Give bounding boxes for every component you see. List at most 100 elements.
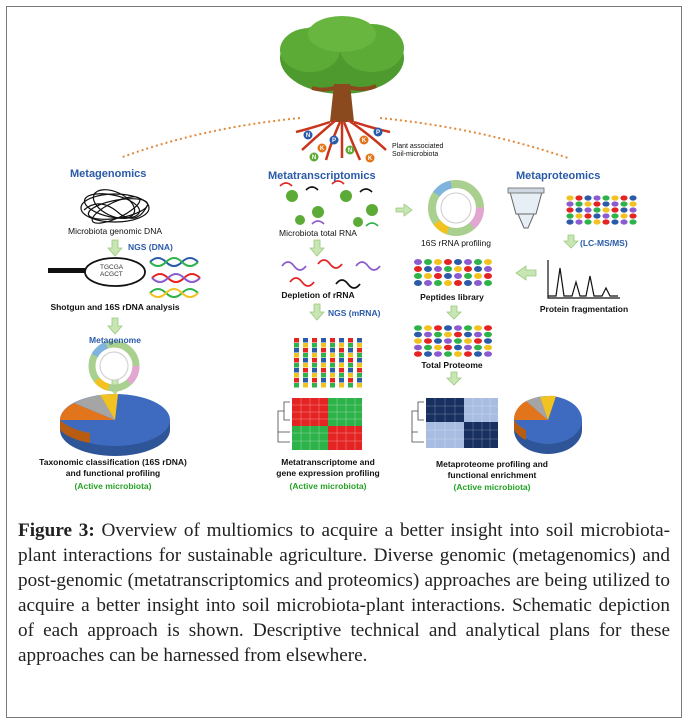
grid-dot <box>629 195 637 201</box>
grid-dot <box>454 338 462 344</box>
ngs-dna-label: NGS (DNA) <box>128 242 173 252</box>
read-segment <box>348 378 353 383</box>
genomic-dna-icon <box>80 189 150 224</box>
total-proteome-grid <box>414 325 492 357</box>
grid-dot <box>444 344 452 351</box>
tree-label: Plant associated Soil-microbiota <box>392 143 443 159</box>
read-segment <box>312 368 317 373</box>
read-segment <box>303 373 308 378</box>
read-segment <box>321 343 326 348</box>
grid-dot <box>464 280 472 286</box>
caption-text: Overview of multiomics to acquire a bett… <box>18 520 670 666</box>
read-segment <box>330 338 335 343</box>
read-segment <box>330 343 335 348</box>
grid-dot <box>414 351 422 357</box>
grid-dot <box>474 266 482 272</box>
grid-dot <box>584 213 592 219</box>
tree-label-line2: Soil-microbiota <box>392 151 439 158</box>
grid-dot <box>454 331 462 338</box>
dna-helix-icon <box>149 257 201 298</box>
read-segment <box>357 368 362 373</box>
grid-dot <box>611 195 619 201</box>
grid-dot <box>575 213 583 219</box>
grid-dot <box>444 351 452 357</box>
grid-dot <box>620 213 628 219</box>
grid-dot <box>454 325 462 331</box>
circular-genome-plot <box>88 340 140 392</box>
grid-dot <box>602 213 610 219</box>
grid-dot <box>593 195 601 201</box>
rrna-profiling-label: 16S rRNA profiling <box>421 238 491 248</box>
grid-dot <box>602 207 610 213</box>
read-segment <box>348 353 353 358</box>
grid-dot <box>444 331 452 338</box>
grid-dot <box>566 219 574 225</box>
read-segment <box>339 348 344 353</box>
read-segment <box>294 368 299 373</box>
grid-dot <box>575 219 583 225</box>
read-segment <box>348 338 353 343</box>
metagenomics-active: (Active microbiota) <box>74 481 152 491</box>
svg-text:K: K <box>362 138 367 144</box>
grid-dot <box>434 266 442 272</box>
read-segment <box>303 358 308 363</box>
read-segment <box>339 383 344 388</box>
grid-dot <box>454 266 462 272</box>
grid-dot <box>414 325 422 331</box>
heading-metatranscriptomics: Metatranscriptomics <box>268 170 376 182</box>
grid-dot <box>474 344 482 351</box>
grid-dot <box>593 207 601 213</box>
svg-text:P: P <box>376 130 380 136</box>
read-segment <box>303 348 308 353</box>
grid-dot <box>593 219 601 225</box>
sequence-text: TGCGA ACGCT <box>100 264 123 278</box>
read-segment <box>357 373 362 378</box>
figure-frame <box>6 6 682 718</box>
grid-dot <box>424 259 432 265</box>
grid-dot <box>584 201 592 207</box>
mass-spectrum-icon <box>547 260 620 299</box>
pie-chart-metagenomics <box>60 393 170 456</box>
read-segment <box>303 353 308 358</box>
grid-dot <box>566 207 574 213</box>
total-proteome-label: Total Proteome <box>421 360 483 370</box>
grid-dot <box>444 338 452 344</box>
grid-dot <box>484 259 492 265</box>
read-segment <box>357 348 362 353</box>
grid-dot <box>620 207 628 213</box>
read-segment <box>330 383 335 388</box>
read-segment <box>303 368 308 373</box>
read-segment <box>348 368 353 373</box>
grid-dot <box>414 331 422 338</box>
grid-dot <box>424 273 432 279</box>
grid-dot <box>593 213 601 219</box>
read-segment <box>348 363 353 368</box>
grid-dot <box>454 344 462 351</box>
grid-dot <box>575 201 583 207</box>
read-segment <box>330 353 335 358</box>
read-segment <box>330 348 335 353</box>
ngs-mrna-label: NGS (mRNA) <box>328 308 381 318</box>
grid-dot <box>444 259 452 265</box>
metatranscriptomics-result: Metatranscriptome and gene expression pr… <box>276 457 379 479</box>
read-segment <box>312 338 317 343</box>
shotgun-label: Shotgun and 16S rDNA analysis <box>50 302 180 312</box>
read-segment <box>330 373 335 378</box>
metaproteomics-active: (Active microbiota) <box>453 482 531 492</box>
metaproteomics-result-line1: Metaproteome profiling and <box>436 459 548 469</box>
grid-dot <box>474 273 482 279</box>
read-segment <box>330 358 335 363</box>
read-segment <box>321 363 326 368</box>
read-segment <box>321 368 326 373</box>
grid-dot <box>414 266 422 272</box>
svg-text:P: P <box>332 138 336 144</box>
fragmentation-label: Protein fragmentation <box>539 304 629 314</box>
grid-dot <box>575 195 583 201</box>
grid-dot <box>602 219 610 225</box>
grid-dot <box>584 207 592 213</box>
sequence-line2: ACGCT <box>100 271 123 278</box>
read-segment <box>294 348 299 353</box>
grid-dot <box>434 325 442 331</box>
heading-metaproteomics: Metaproteomics <box>516 170 601 182</box>
arrow-down-icon <box>107 317 123 335</box>
